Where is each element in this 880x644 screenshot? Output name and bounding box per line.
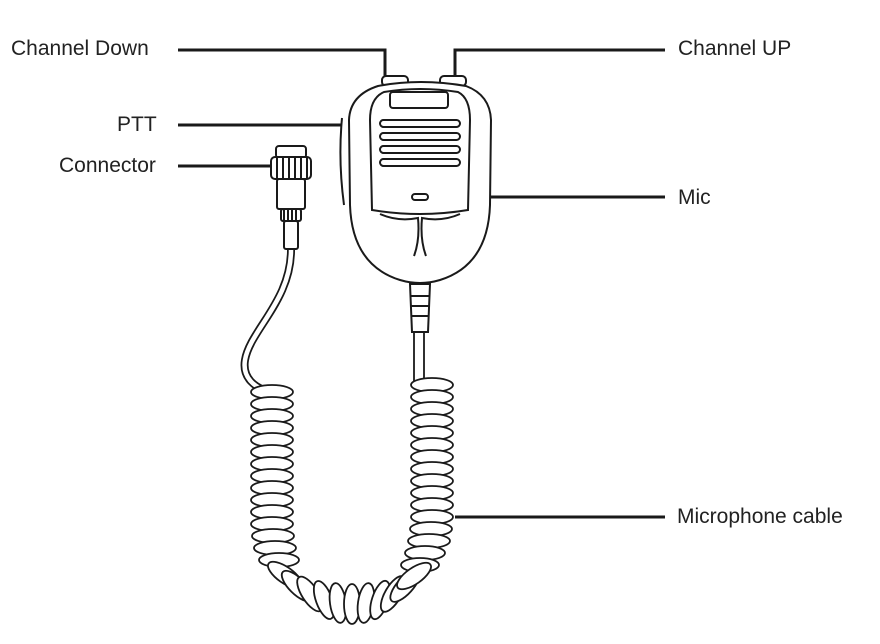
label-channel-up: Channel UP <box>678 37 792 60</box>
leader-channel-up <box>453 48 665 78</box>
leader-channel-down <box>178 48 387 78</box>
mic-hole <box>411 193 429 201</box>
strain-relief <box>408 283 432 333</box>
label-mic: Mic <box>678 186 711 209</box>
microphone-body <box>339 75 493 333</box>
ptt-button <box>339 117 345 206</box>
lower-button-right <box>420 213 461 257</box>
label-connector: Connector <box>59 154 156 177</box>
cable-from-connector-inner <box>242 247 294 395</box>
connector-plug <box>270 145 312 250</box>
coil-bottom <box>267 560 432 625</box>
cable-from-mic <box>413 329 425 383</box>
coiled-cable <box>240 247 454 625</box>
display-window <box>389 91 449 109</box>
label-ptt: PTT <box>117 113 157 136</box>
label-channel-down: Channel Down <box>11 37 149 60</box>
coil-left <box>250 384 300 568</box>
lower-button-left <box>379 213 420 257</box>
label-microphone-cable: Microphone cable <box>677 505 843 528</box>
speaker-grille <box>379 119 461 167</box>
coil-right <box>400 377 454 573</box>
